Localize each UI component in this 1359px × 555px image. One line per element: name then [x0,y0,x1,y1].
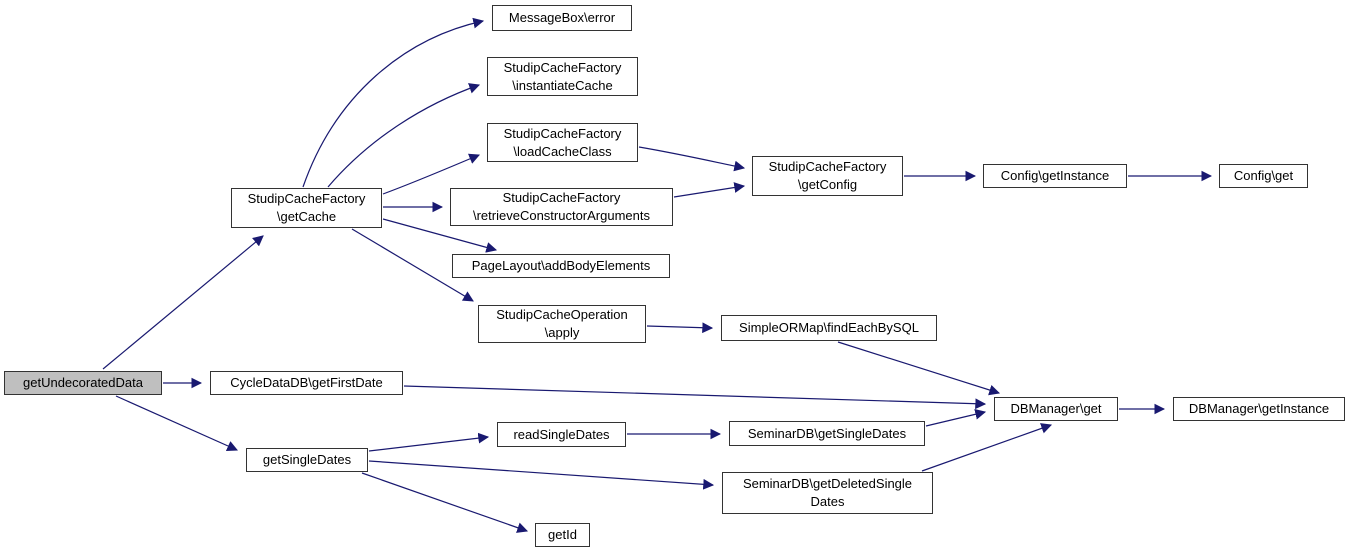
node-studipcachefactory-getcache[interactable]: StudipCacheFactory \getCache [231,188,382,228]
edge-findeachbysql-dbmanagerget [837,341,1001,396]
node-seminardb-getsingledates[interactable]: SeminarDB\getSingleDates [729,421,925,446]
node-simpleormap-findeachbysql[interactable]: SimpleORMap\findEachBySQL [721,315,937,341]
node-readsingledates[interactable]: readSingleDates [497,422,626,447]
edge-getfirstdate-dbmanagerget [403,385,987,410]
node-studipcachefactory-retrieveconstructorarguments[interactable]: StudipCacheFactory \retrieveConstructorA… [450,188,673,226]
node-get-undecorated-data: getUndecoratedData [4,371,162,395]
node-getid[interactable]: getId [535,523,590,547]
edge-loadcacheclass-getconfig [638,146,746,172]
node-dbmanager-get[interactable]: DBManager\get [994,397,1118,421]
node-seminardb-getdeletedsingledates[interactable]: SeminarDB\getDeletedSingle Dates [722,472,933,514]
edge-getsingledates-getid [361,472,529,533]
node-studipcachefactory-instantiatecache[interactable]: StudipCacheFactory \instantiateCache [487,57,638,96]
edge-getundecorateddata-getcache [102,235,264,370]
node-cycledatadb-getfirstdate[interactable]: CycleDataDB\getFirstDate [210,371,403,395]
node-dbmanager-getinstance[interactable]: DBManager\getInstance [1173,397,1345,421]
edge-seminargetsingledates-dbmanagerget [925,408,987,427]
node-studipcacheoperation-apply[interactable]: StudipCacheOperation \apply [478,305,646,343]
node-getsingledates[interactable]: getSingleDates [246,448,368,472]
edge-getdeletedsingledates-dbmanagerget [921,423,1053,472]
node-studipcachefactory-getconfig[interactable]: StudipCacheFactory \getConfig [752,156,903,196]
node-messagebox-error[interactable]: MessageBox\error [492,5,632,31]
node-config-get[interactable]: Config\get [1219,164,1308,188]
node-pagelayout-addbodyelements[interactable]: PageLayout\addBodyElements [452,254,670,278]
node-config-getinstance[interactable]: Config\getInstance [983,164,1127,188]
node-studipcachefactory-loadcacheclass[interactable]: StudipCacheFactory \loadCacheClass [487,123,638,162]
edge-apply-findeachbysql [646,322,714,334]
edge-getsingledates-readsingledates [368,432,490,452]
edge-getundecorateddata-getsingledates [115,395,238,451]
edge-getcache-messageboxerror [302,17,485,188]
edge-retrieveconstructorarguments-getconfig [673,182,746,198]
edge-getsingledates-getdeletedsingledates [368,460,715,490]
edge-getcache-instantiatecache [327,83,481,188]
